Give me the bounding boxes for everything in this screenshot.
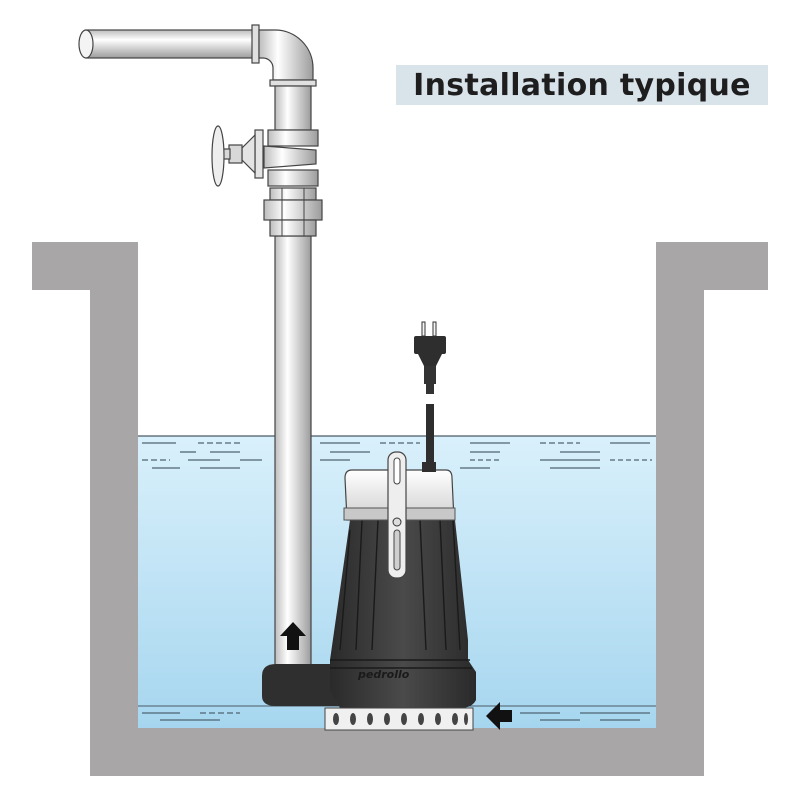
gate-valve bbox=[211, 125, 319, 187]
flow-arrow-in bbox=[486, 702, 512, 730]
pump-handle-icon bbox=[387, 451, 407, 579]
brand-logo: pedrollo bbox=[357, 668, 410, 681]
page-title: Installation typique bbox=[413, 67, 751, 103]
power-plug bbox=[414, 321, 446, 476]
water-ripples bbox=[142, 442, 652, 721]
handwheel-icon bbox=[211, 125, 225, 187]
discharge-pipe bbox=[78, 24, 317, 667]
sump-pit bbox=[32, 242, 768, 776]
title-banner: Installation typique bbox=[396, 65, 768, 105]
pump-strainer bbox=[324, 707, 474, 731]
flow-arrow-up bbox=[280, 622, 306, 650]
submersible-pump: pedrollo bbox=[262, 451, 476, 731]
union-fitting bbox=[263, 187, 323, 237]
